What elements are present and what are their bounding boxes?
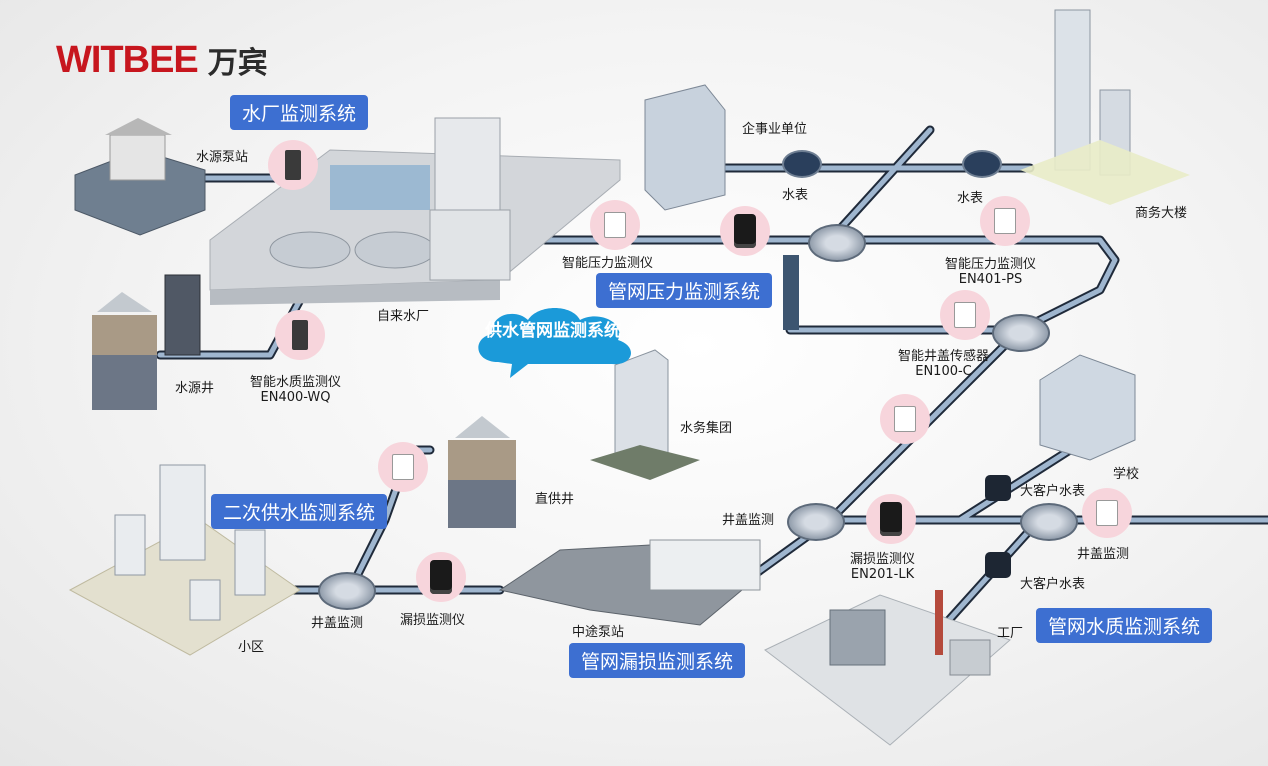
label-water-quality-name: 智能水质监测仪 [250,375,342,390]
manhole-cover-icon [992,314,1050,352]
label-manhole-sensor-name: 智能井盖传感器 [898,349,990,364]
manhole-cover-icon [787,503,845,541]
label-direct-well: 直供井 [535,492,575,507]
system-pressure: 管网压力监测系统 [596,273,773,308]
valve-icon [985,552,1011,578]
label-enterprise: 企事业单位 [742,122,808,137]
water-quality-sensor-icon [268,140,318,190]
school-building [1039,354,1136,461]
label-manhole-3: 井盖监测 [311,616,364,631]
manhole-cover-icon [318,572,376,610]
label-pressure-1: 智能压力监测仪 [562,256,654,271]
brand-logo: WITBEE 万宾 [56,38,268,82]
leak-detector-icon [866,494,916,544]
label-water-group: 水务集团 [680,421,733,436]
pressure-sensor-icon [378,442,428,492]
manhole-sensor-icon [1082,488,1132,538]
cloud-label: 供水管网监测系统 [485,321,621,341]
label-pressure-2: 智能压力监测仪 EN401-PS [945,253,1036,287]
logo-latin: WITBEE [56,38,199,81]
label-manhole-sensor-model: EN100-C [915,364,972,379]
label-leak-detector-2: 漏损监测仪 [400,613,466,628]
label-manhole-sensor: 智能井盖传感器 EN100-C [898,345,989,379]
label-leak-detector-name: 漏损监测仪 [850,552,916,567]
booster-pump [783,255,799,330]
pressure-sensor-icon [980,196,1030,246]
manhole-sensor-icon [880,394,930,444]
valve-icon [985,475,1011,501]
system-waterplant: 水厂监测系统 [230,95,369,130]
water-quality-sensor-icon [275,310,325,360]
label-meter-2: 水表 [957,191,984,206]
manhole-sensor-icon [940,290,990,340]
logo-cn: 万宾 [207,46,268,81]
label-pressure-2-model: EN401-PS [958,272,1023,287]
label-big-meter-2: 大客户水表 [1020,577,1086,592]
label-factory: 工厂 [997,626,1024,641]
label-big-meter-1: 大客户水表 [1020,484,1086,499]
enterprise-building [644,84,726,211]
manhole-cover-icon [808,224,866,262]
leak-detector-icon [720,206,770,256]
label-leak-detector: 漏损监测仪 EN201-LK [850,548,915,582]
manhole-cover-icon [1020,503,1078,541]
cloud-icon [478,308,631,378]
water-meter-icon [782,150,822,178]
system-leak: 管网漏损监测系统 [569,643,746,678]
label-source-pump: 水源泵站 [196,150,249,165]
label-relay-pump: 中途泵站 [572,625,625,640]
label-meter-1: 水表 [782,188,809,203]
label-community: 小区 [238,640,265,655]
label-manhole-2: 井盖监测 [1077,547,1130,562]
system-quality: 管网水质监测系统 [1036,608,1213,643]
label-school: 学校 [1113,467,1140,482]
leak-detector-icon [416,552,466,602]
label-water-quality: 智能水质监测仪 EN400-WQ [250,371,341,405]
label-waterworks: 自来水厂 [377,309,430,324]
pressure-sensor-icon [590,200,640,250]
label-water-quality-model: EN400-WQ [260,390,331,405]
business-tower [1054,9,1091,171]
label-manhole-1: 井盖监测 [722,513,775,528]
system-secondary: 二次供水监测系统 [211,494,388,529]
label-business: 商务大楼 [1135,206,1188,221]
water-meter-icon [962,150,1002,178]
label-source-well: 水源井 [175,381,215,396]
label-leak-detector-model: EN201-LK [850,567,915,582]
label-pressure-2-name: 智能压力监测仪 [945,257,1037,272]
